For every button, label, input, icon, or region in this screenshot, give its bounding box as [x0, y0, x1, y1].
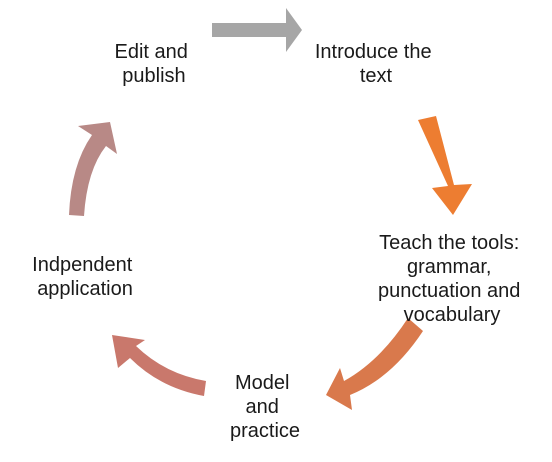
stage-label-independent: Indpendent application — [32, 254, 138, 300]
stage-teach-line-3: punctuation and — [378, 280, 520, 302]
arrow-model-to-independent — [112, 335, 206, 396]
stage-model-line-1: Model — [235, 372, 289, 394]
stage-label-introduce: Introduce the text — [315, 41, 437, 87]
stage-label-model: Model and practice — [230, 372, 300, 442]
stage-model-line-2: and — [246, 396, 279, 418]
stage-model-line-3: practice — [230, 420, 300, 442]
stage-independent-line-1: Indpendent — [32, 254, 133, 276]
arrow-edit-to-introduce — [212, 8, 302, 52]
stage-teach-line-1: Teach the tools: — [379, 232, 519, 254]
arrow-independent-to-edit — [69, 122, 117, 216]
stage-teach-line-2: grammar, — [407, 256, 491, 278]
stage-label-teach: Teach the tools: grammar, punctuation an… — [378, 232, 526, 326]
arrow-teach-to-model — [326, 318, 423, 410]
stage-edit-line-1: Edit and — [115, 41, 188, 63]
stage-label-edit: Edit and publish — [115, 41, 194, 87]
stage-introduce-line-1: Introduce the — [315, 41, 432, 63]
stage-independent-line-2: application — [37, 278, 133, 300]
stage-teach-line-4: vocabulary — [404, 304, 501, 326]
arrow-introduce-to-teach — [418, 116, 472, 215]
stage-introduce-line-2: text — [360, 65, 393, 87]
stage-edit-line-2: publish — [122, 65, 185, 87]
